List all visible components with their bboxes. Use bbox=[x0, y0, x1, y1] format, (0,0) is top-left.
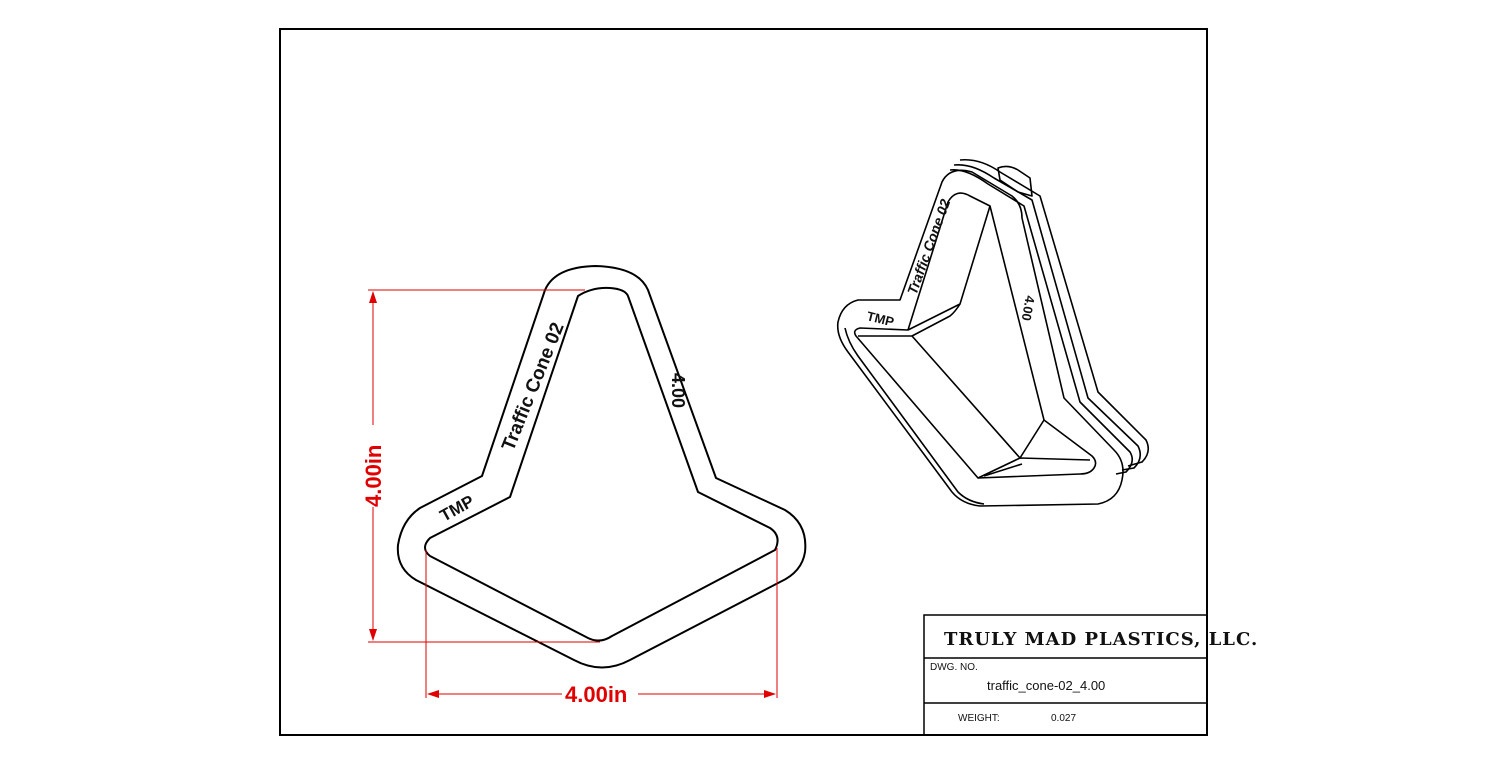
height-dimension-label: 4.00in bbox=[361, 445, 386, 507]
iso-back-layer-1 bbox=[949, 168, 1134, 475]
iso-cap-plate bbox=[997, 165, 1033, 197]
company-name: TRULY MAD PLASTICS, LLC. bbox=[944, 629, 1258, 650]
sheet-border bbox=[279, 28, 1208, 736]
iso-outer-outline bbox=[836, 169, 1124, 507]
dwg-no-value: traffic_cone-02_4.00 bbox=[987, 678, 1105, 693]
dwg-no-label: DWG. NO. bbox=[930, 662, 978, 673]
iso-outer-depth bbox=[844, 327, 985, 505]
iso-inner-outline bbox=[853, 192, 1097, 479]
weight-label: WEIGHT: bbox=[958, 713, 1000, 724]
iso-back-layer-2 bbox=[953, 163, 1142, 471]
iso-view-cone bbox=[836, 158, 1150, 507]
iso-back-layer-3 bbox=[959, 158, 1150, 467]
front-emboss-name: Traffic Cone 02 bbox=[498, 320, 568, 454]
front-emboss-size: 4.00 bbox=[668, 373, 688, 408]
weight-value: 0.027 bbox=[1051, 713, 1076, 724]
iso-inner-floor-edge bbox=[983, 463, 1023, 477]
iso-inner-floor bbox=[977, 457, 1091, 479]
iso-emboss-tag: TMP bbox=[865, 308, 896, 329]
width-dimension bbox=[425, 548, 778, 698]
front-view-cone bbox=[396, 265, 807, 669]
width-dimension-label: 4.00in bbox=[565, 682, 627, 707]
iso-inner-wall-bottom bbox=[911, 335, 1045, 459]
height-dimension bbox=[368, 289, 600, 643]
title-block bbox=[923, 614, 1208, 736]
iso-emboss-name: Traffic Cone 02 bbox=[904, 196, 953, 298]
cone-outer-outline bbox=[396, 265, 807, 669]
height-label-bg bbox=[360, 425, 386, 507]
iso-emboss-size: 4.00 bbox=[1019, 294, 1038, 322]
cone-inner-outline bbox=[424, 286, 779, 642]
width-label-bg bbox=[562, 682, 638, 706]
iso-inner-wall-mid bbox=[858, 303, 961, 337]
